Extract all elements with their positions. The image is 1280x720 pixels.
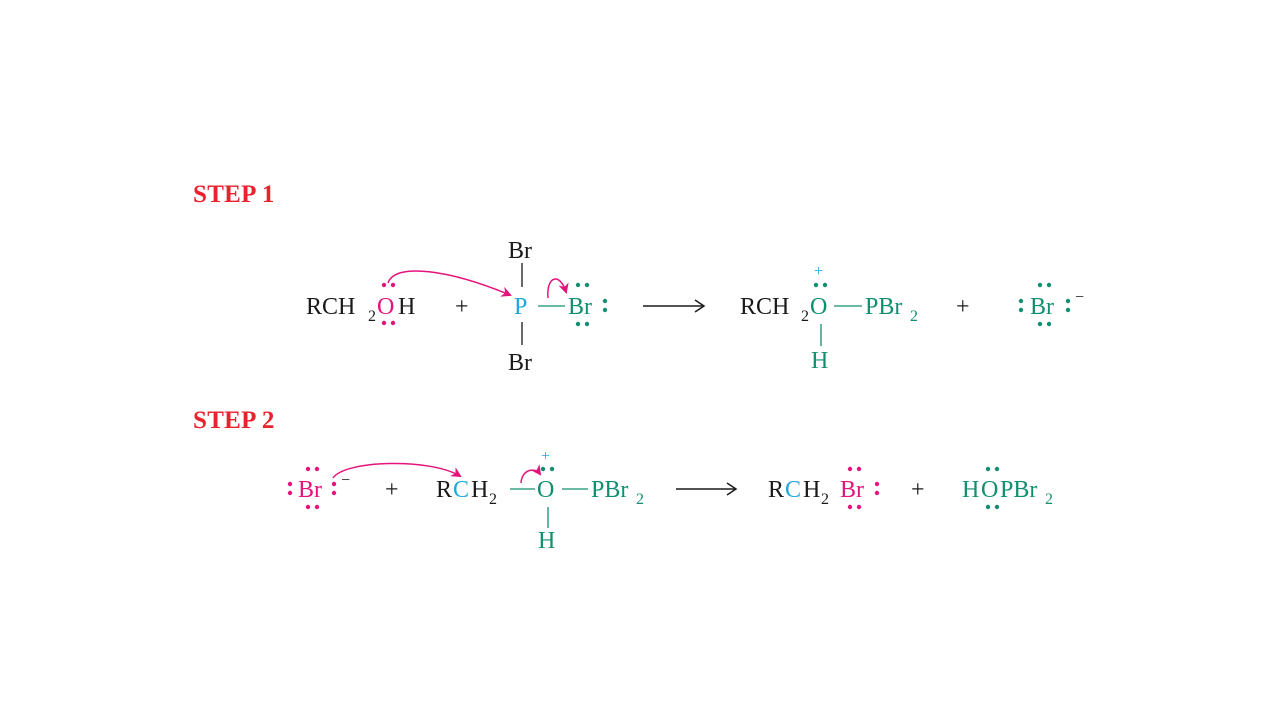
step1-curly-arrow-bond-to-br: [547, 278, 569, 299]
step2-plus-1: +: [385, 477, 399, 503]
step1-oxygen-lone-pairs: [381, 282, 396, 326]
step2-substrate-carbon: C: [453, 477, 469, 503]
step2-substrate-h: H: [471, 477, 488, 503]
step2-byproduct-pbr-subscript: 2: [1045, 491, 1053, 508]
step1-product-charge: +: [814, 263, 823, 280]
step2-bromide-charge: −: [341, 472, 350, 489]
step2-substrate-charge: +: [541, 448, 550, 465]
step1-product-pbr-subscript: 2: [910, 308, 918, 325]
step1-reaction-arrow: [643, 299, 706, 313]
step2-product-subscript: 2: [821, 491, 829, 508]
step1-br-lone-pairs: [575, 282, 608, 327]
step1-alcohol-subscript: 2: [368, 308, 376, 325]
step1-bromide-br: Br: [1030, 294, 1054, 320]
step2-product-carbon: C: [785, 477, 801, 503]
step1-product-oxonium: RCH 2 O + PBr 2 H: [740, 263, 918, 374]
step2-substrate-o-lone-pair: [540, 466, 546, 472]
step2-byproduct: H O PBr 2: [962, 466, 1053, 510]
step1-plus-2: +: [956, 294, 970, 320]
step2-bromide-br: Br: [298, 477, 322, 503]
step2-curly-arrow-bond-to-o: [520, 464, 542, 484]
step2-substrate-r: R: [436, 477, 452, 503]
step1-product-oxygen: O: [810, 294, 827, 320]
step-2-label: STEP 2: [193, 407, 275, 434]
step1-product-subscript: 2: [801, 308, 809, 325]
step1-product-o-lone-pair: [813, 282, 819, 288]
step2-product-h: H: [803, 477, 820, 503]
step2-substrate-subscript: 2: [489, 491, 497, 508]
step1-pbr3-phosphorus: P: [514, 294, 527, 320]
step1-alcohol-oxygen: O: [377, 294, 394, 320]
step2-bromide-ion: Br −: [287, 466, 350, 510]
step1-product-hydrogen: H: [811, 348, 828, 374]
step1-alcohol: RCH 2 O H: [306, 282, 415, 326]
step1-product-pbr: PBr: [865, 294, 902, 320]
step2-product-r: R: [768, 477, 784, 503]
step1-plus-1: +: [455, 294, 469, 320]
step2-substrate-pbr: PBr: [591, 477, 628, 503]
step1-bromide-ion: Br −: [1018, 282, 1084, 327]
step1-pbr3-br-top: Br: [508, 238, 532, 264]
step2-byproduct-pbr: PBr: [1000, 477, 1037, 503]
step2-product-alkyl-bromide: R C H 2 Br: [768, 466, 880, 510]
step2-byproduct-o: O: [981, 477, 998, 503]
step2-substrate-oxonium: R C H 2 O + PBr 2 H: [436, 448, 644, 554]
step1-alcohol-hydrogen: H: [398, 294, 415, 320]
step1-pbr3-br-right: Br: [568, 294, 592, 320]
step2-byproduct-h: H: [962, 477, 979, 503]
step2-curly-arrow-br-to-c: [332, 462, 462, 479]
step-1-label: STEP 1: [193, 181, 275, 208]
step1-bromide-charge: −: [1075, 289, 1084, 306]
step1-product-rch: RCH: [740, 294, 789, 320]
step2-substrate-oxygen: O: [537, 477, 554, 503]
step1-alcohol-rch: RCH: [306, 294, 355, 320]
step2-substrate-h-below: H: [538, 528, 555, 554]
step2-plus-2: +: [911, 477, 925, 503]
step2-product-br: Br: [840, 477, 864, 503]
step2-substrate-pbr-subscript: 2: [636, 491, 644, 508]
step2-reaction-arrow: [676, 482, 738, 496]
step1-curly-arrow-o-to-p: [387, 270, 512, 297]
step1-pbr3: Br P Br Br: [508, 238, 608, 376]
step1-pbr3-br-bottom: Br: [508, 350, 532, 376]
